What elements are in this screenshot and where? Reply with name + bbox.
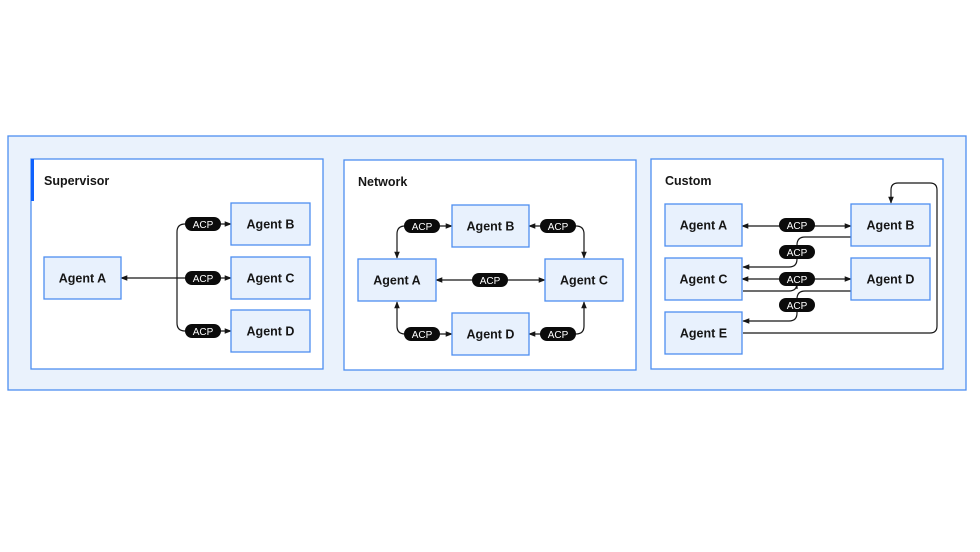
acp-pill: ACP <box>779 218 815 232</box>
agent-label: Agent B <box>867 219 915 233</box>
acp-pill: ACP <box>404 327 440 341</box>
agent-label: Agent C <box>560 274 608 288</box>
acp-label: ACP <box>480 276 501 287</box>
agent-label: Agent E <box>680 327 727 341</box>
acp-label: ACP <box>548 222 569 233</box>
agent-label: Agent A <box>373 274 420 288</box>
connector-agent-b-agent-c <box>528 223 587 259</box>
agent-d-box: Agent D <box>451 312 530 356</box>
acp-label: ACP <box>548 330 569 341</box>
agent-label: Agent B <box>247 218 295 232</box>
acp-pill: ACP <box>472 273 508 287</box>
acp-label: ACP <box>412 222 433 233</box>
panel-custom: Custom ACP ACP ACP ACP Agent A <box>650 158 944 370</box>
acp-label: ACP <box>787 221 808 232</box>
panel-title: Supervisor <box>44 174 109 188</box>
connector-agent-e-to-agent-b <box>743 182 938 334</box>
panel-title: Custom <box>665 174 712 188</box>
agent-a-box: Agent A <box>43 256 122 300</box>
panel-title: Network <box>358 175 407 189</box>
agent-label: Agent C <box>680 273 728 287</box>
connector-agent-a-agent-b <box>176 221 232 278</box>
agent-b-box: Agent B <box>850 203 931 247</box>
agent-label: Agent D <box>467 328 515 342</box>
connector-agent-a-agent-d <box>176 278 232 334</box>
agent-label: Agent D <box>247 325 295 339</box>
acp-label: ACP <box>193 274 214 285</box>
acp-label: ACP <box>193 220 214 231</box>
agent-c-box: Agent C <box>230 256 311 300</box>
acp-label: ACP <box>193 327 214 338</box>
agent-c-box: Agent C <box>544 258 624 302</box>
agent-d-box: Agent D <box>850 257 931 301</box>
agent-b-box: Agent B <box>230 202 311 246</box>
agent-label: Agent D <box>867 273 915 287</box>
acp-pill: ACP <box>779 298 815 312</box>
panel-accent-bar <box>31 159 34 201</box>
agent-c-box: Agent C <box>664 257 743 301</box>
agent-b-box: Agent B <box>451 204 530 248</box>
panel-supervisor: Supervisor ACP ACP ACP Agent A Agent B <box>30 158 324 370</box>
acp-pill: ACP <box>779 272 815 286</box>
agent-label: Agent A <box>59 272 106 286</box>
acp-pill: ACP <box>779 245 815 259</box>
agent-a-box: Agent A <box>664 203 743 247</box>
acp-pill: ACP <box>404 219 440 233</box>
acp-label: ACP <box>787 275 808 286</box>
connector-agent-d-agent-c <box>528 301 587 337</box>
acp-label: ACP <box>787 301 808 312</box>
acp-pill: ACP <box>185 324 221 338</box>
agent-label: Agent C <box>247 272 295 286</box>
acp-pill: ACP <box>540 327 576 341</box>
acp-label: ACP <box>412 330 433 341</box>
acp-pill: ACP <box>185 217 221 231</box>
acp-pill: ACP <box>185 271 221 285</box>
agent-label: Agent A <box>680 219 727 233</box>
agent-d-box: Agent D <box>230 309 311 353</box>
panel-network: Network ACP ACP ACP ACP ACP <box>343 159 637 371</box>
agent-label: Agent B <box>467 220 515 234</box>
acp-label: ACP <box>787 248 808 259</box>
agent-e-box: Agent E <box>664 311 743 355</box>
acp-pill: ACP <box>540 219 576 233</box>
agent-a-box: Agent A <box>357 258 437 302</box>
